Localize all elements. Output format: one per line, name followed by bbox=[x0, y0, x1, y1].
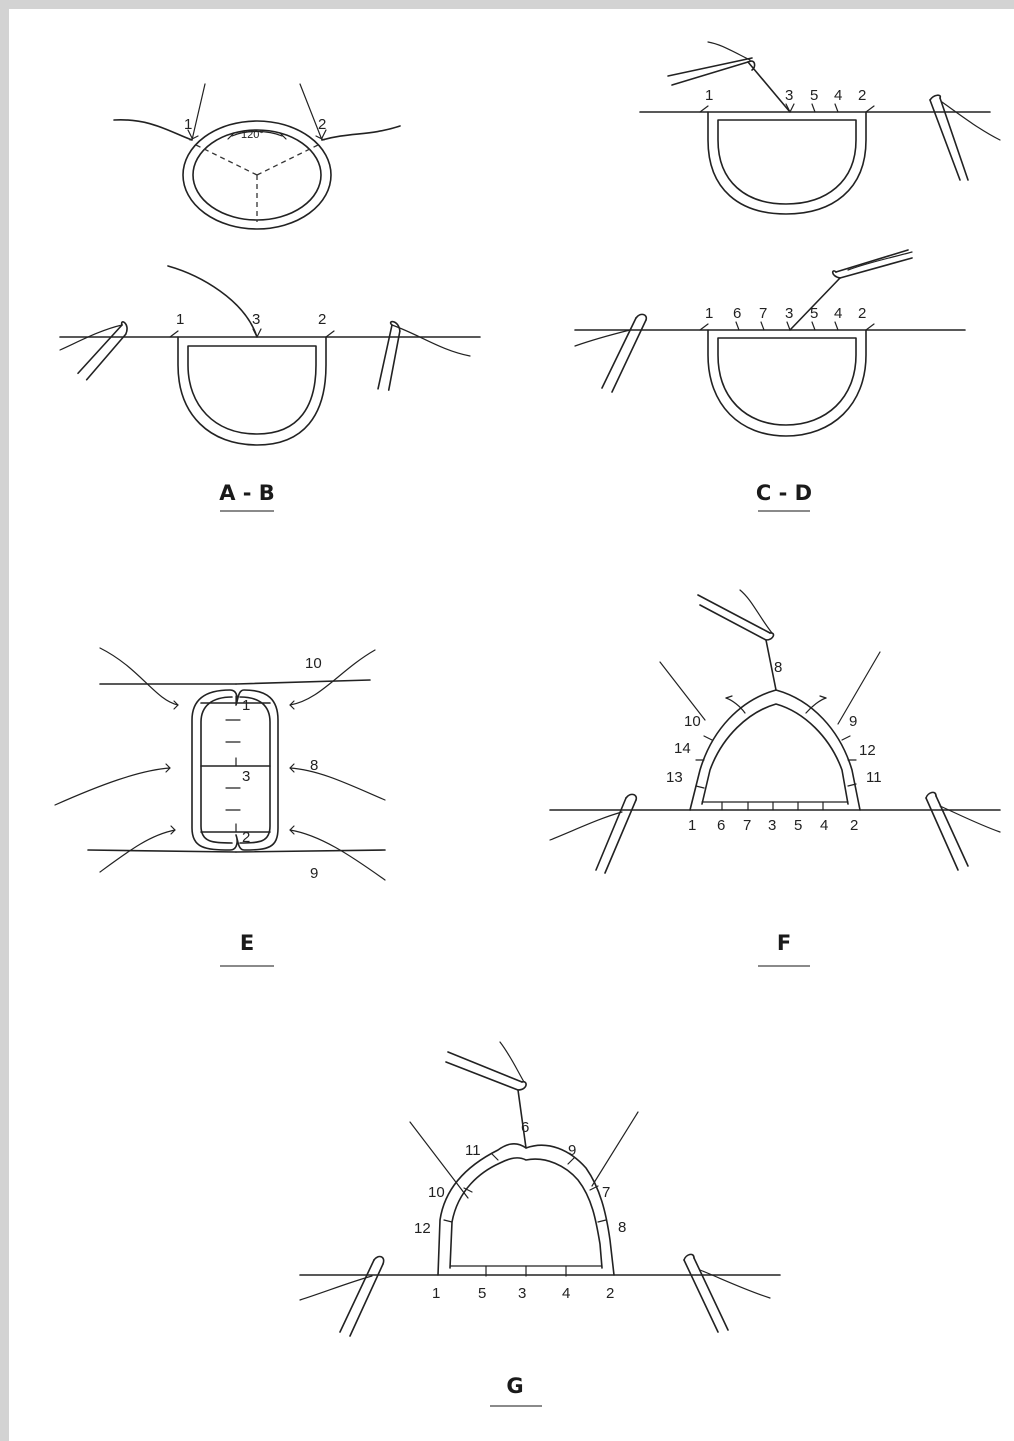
c-label-5: 5 bbox=[810, 87, 818, 104]
f-label-5: 5 bbox=[794, 817, 802, 834]
caption-g: G bbox=[506, 1374, 523, 1398]
angle-label: 120° bbox=[241, 129, 264, 141]
e-label-10: 10 bbox=[305, 655, 322, 672]
g-label-9: 9 bbox=[568, 1142, 576, 1159]
f-label-7: 7 bbox=[743, 817, 751, 834]
d-label-3: 3 bbox=[785, 305, 793, 322]
c-label-4: 4 bbox=[834, 87, 842, 104]
f-label-11: 11 bbox=[866, 769, 882, 786]
g-label-12: 12 bbox=[414, 1220, 431, 1237]
g-label-11: 11 bbox=[465, 1142, 481, 1159]
d-label-7: 7 bbox=[759, 305, 767, 322]
f-label-8: 8 bbox=[774, 659, 782, 676]
g-label-8: 8 bbox=[618, 1219, 626, 1236]
d-label-5: 5 bbox=[810, 305, 818, 322]
f-label-14: 14 bbox=[674, 740, 691, 757]
e-label-2: 2 bbox=[242, 829, 250, 846]
b-label-1: 1 bbox=[176, 311, 184, 328]
g-label-10: 10 bbox=[428, 1184, 445, 1201]
caption-ab: A - B bbox=[219, 481, 275, 505]
f-label-2: 2 bbox=[850, 817, 858, 834]
a-label-2: 2 bbox=[318, 116, 326, 133]
g-label-4: 4 bbox=[562, 1285, 570, 1302]
f-label-6: 6 bbox=[717, 817, 725, 834]
panel-a-ring bbox=[114, 84, 400, 229]
g-label-3: 3 bbox=[518, 1285, 526, 1302]
g-label-6: 6 bbox=[521, 1119, 529, 1136]
f-label-3: 3 bbox=[768, 817, 776, 834]
caption-e: E bbox=[240, 931, 254, 955]
a-label-1: 1 bbox=[184, 116, 192, 133]
d-label-6: 6 bbox=[733, 305, 741, 322]
f-label-12: 12 bbox=[859, 742, 876, 759]
panel-b-loop bbox=[60, 266, 480, 445]
caption-f: F bbox=[777, 931, 791, 955]
d-label-2: 2 bbox=[858, 305, 866, 322]
c-label-3: 3 bbox=[785, 87, 793, 104]
g-label-7: 7 bbox=[602, 1184, 610, 1201]
g-label-2: 2 bbox=[606, 1285, 614, 1302]
e-label-9: 9 bbox=[310, 865, 318, 882]
d-label-1: 1 bbox=[705, 305, 713, 322]
caption-cd: C - D bbox=[756, 481, 812, 505]
d-label-4: 4 bbox=[834, 305, 842, 322]
e-label-1: 1 bbox=[242, 697, 250, 714]
panel-e-vertical-loop bbox=[55, 648, 385, 880]
g-label-1: 1 bbox=[432, 1285, 440, 1302]
b-label-3: 3 bbox=[252, 311, 260, 328]
c-label-1: 1 bbox=[705, 87, 713, 104]
e-label-3: 3 bbox=[242, 768, 250, 785]
f-label-10: 10 bbox=[684, 713, 701, 730]
b-label-2: 2 bbox=[318, 311, 326, 328]
f-label-4: 4 bbox=[820, 817, 828, 834]
panel-g-arch bbox=[300, 1042, 780, 1336]
f-label-13: 13 bbox=[666, 769, 683, 786]
c-label-2: 2 bbox=[858, 87, 866, 104]
panel-c-loop bbox=[640, 42, 1000, 214]
g-label-5: 5 bbox=[478, 1285, 486, 1302]
panel-d-loop bbox=[575, 250, 965, 436]
f-label-1: 1 bbox=[688, 817, 696, 834]
f-label-9: 9 bbox=[849, 713, 857, 730]
e-label-8: 8 bbox=[310, 757, 318, 774]
